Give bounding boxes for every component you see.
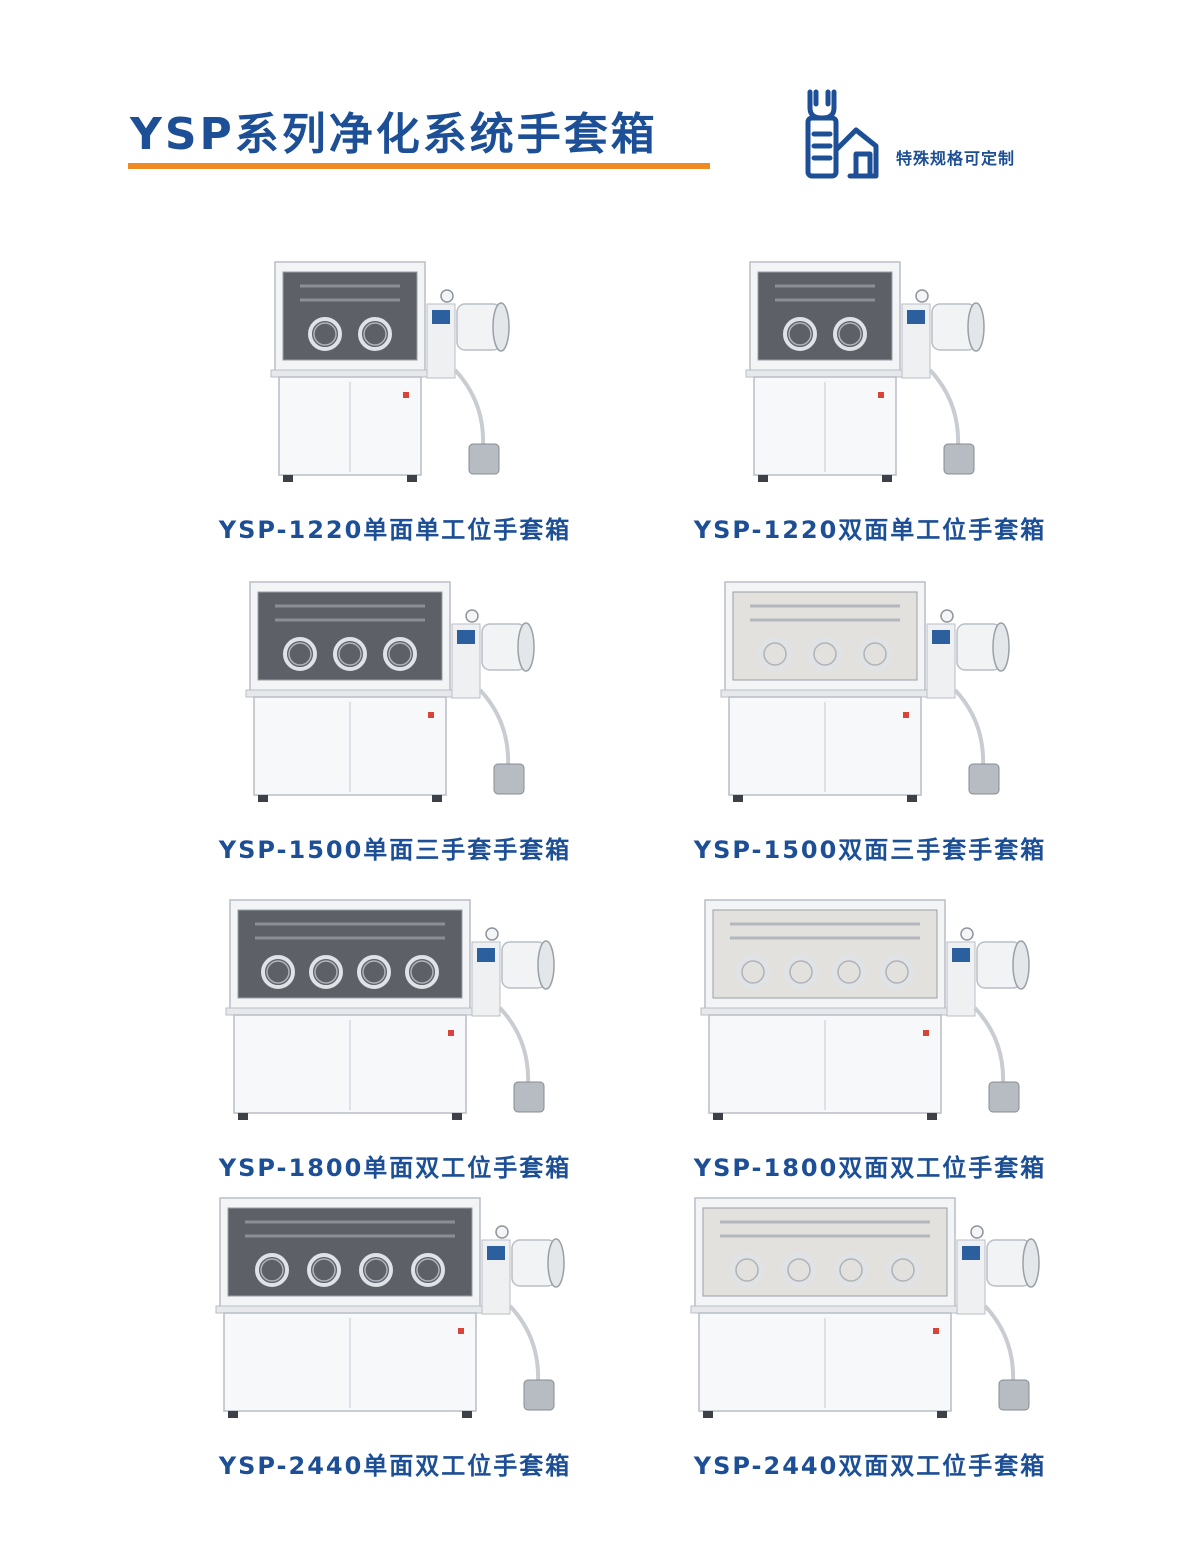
glovebox-image <box>700 899 1030 1120</box>
product-label: YSP-1220单面单工位手套箱 <box>218 516 572 544</box>
page-title: YSP系列净化系统手套箱 <box>130 109 658 160</box>
badge-text: 特殊规格可定制 <box>896 149 1016 168</box>
product-card: YSP-1800单面双工位手套箱 <box>165 890 625 1183</box>
glovebox-image <box>720 581 1010 802</box>
product-label: YSP-2440双面双工位手套箱 <box>693 1452 1047 1480</box>
wrench-house-icon <box>805 89 879 179</box>
product-card: YSP-1500单面三手套手套箱 <box>165 572 625 865</box>
product-label: YSP-1220双面单工位手套箱 <box>693 516 1047 544</box>
product-label: YSP-2440单面双工位手套箱 <box>218 1452 572 1480</box>
product-card: YSP-2440单面双工位手套箱 <box>165 1188 625 1481</box>
glovebox-image <box>245 581 535 802</box>
glovebox-image <box>270 261 510 482</box>
glovebox-image <box>225 899 555 1120</box>
product-card: YSP-1220单面单工位手套箱 <box>165 252 625 545</box>
product-label: YSP-1500双面三手套手套箱 <box>693 836 1047 864</box>
product-card: YSP-1500双面三手套手套箱 <box>640 572 1100 865</box>
product-card: YSP-2440双面双工位手套箱 <box>640 1188 1100 1481</box>
product-label: YSP-1500单面三手套手套箱 <box>218 836 572 864</box>
glovebox-image <box>690 1197 1040 1418</box>
product-label: YSP-1800双面双工位手套箱 <box>693 1154 1047 1182</box>
title-underline <box>128 163 710 169</box>
product-label: YSP-1800单面双工位手套箱 <box>218 1154 572 1182</box>
custom-badge: 特殊规格可定制 <box>800 88 1060 183</box>
glovebox-image <box>215 1197 565 1418</box>
glovebox-image <box>745 261 985 482</box>
product-card: YSP-1220双面单工位手套箱 <box>640 252 1100 545</box>
product-card: YSP-1800双面双工位手套箱 <box>640 890 1100 1183</box>
